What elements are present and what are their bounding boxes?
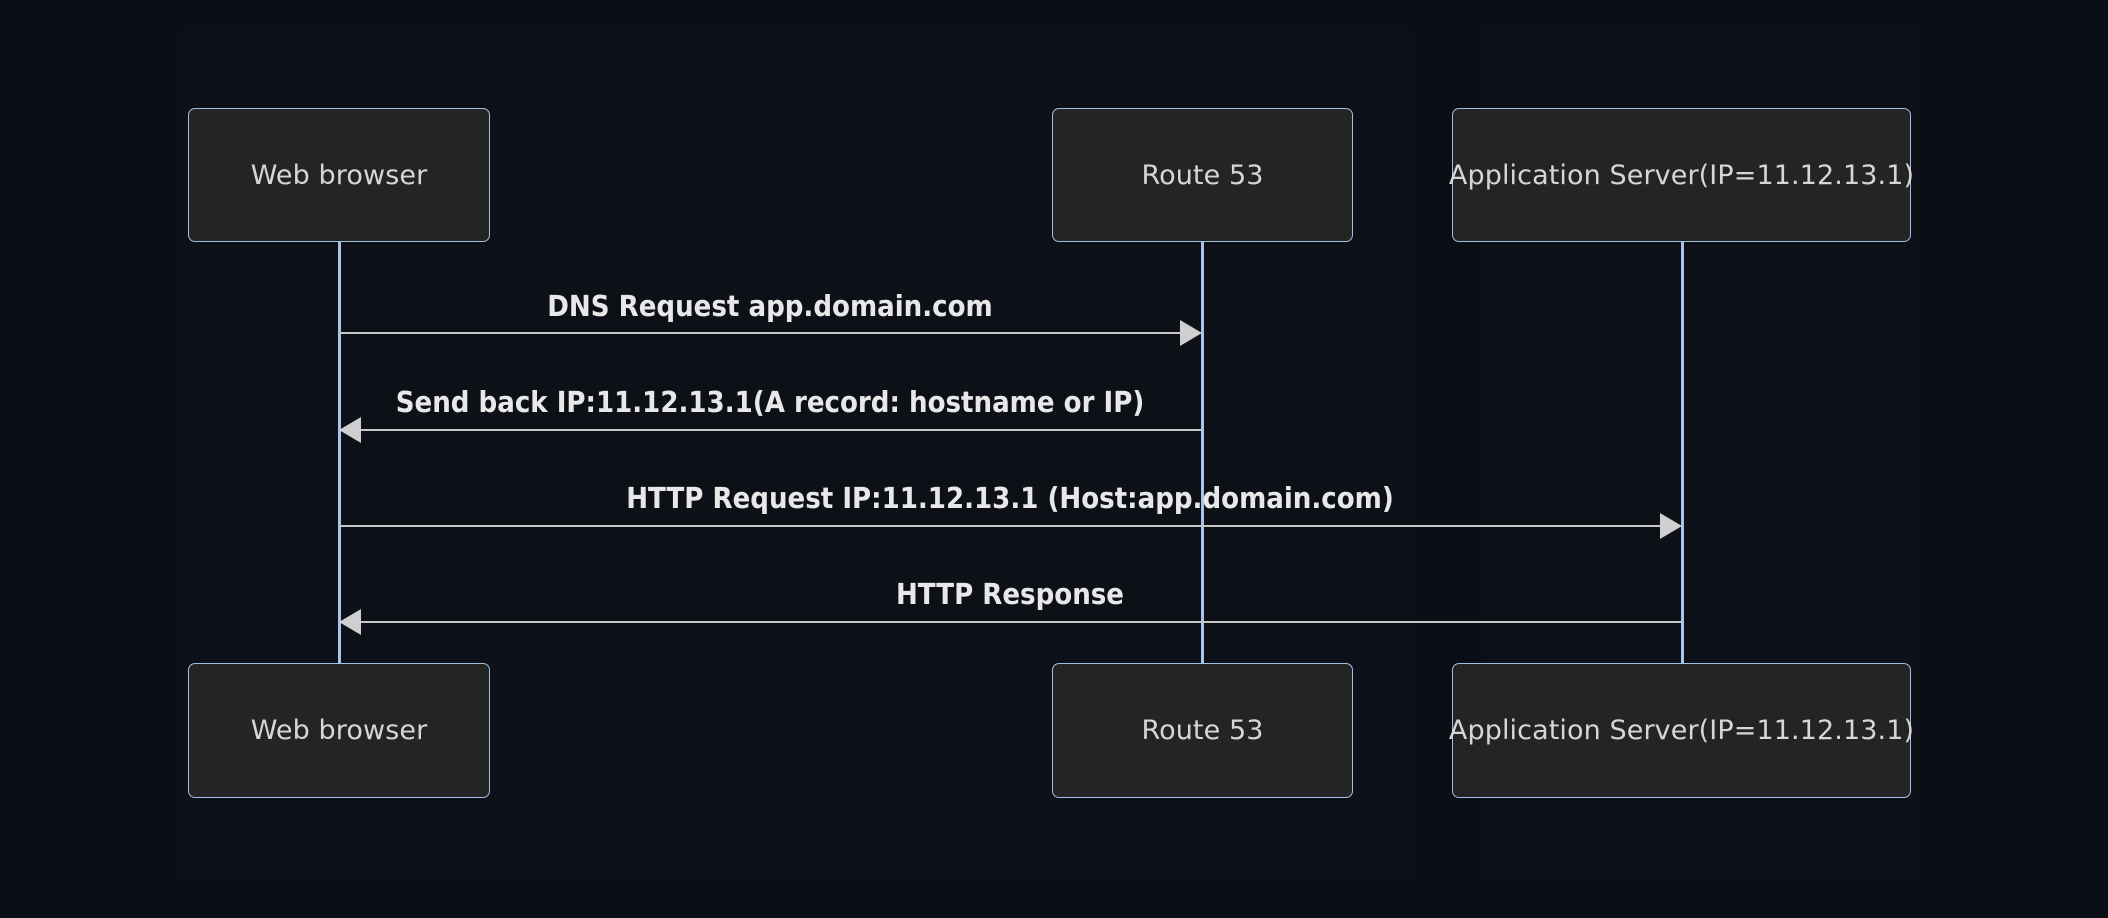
- participant-top-browser[interactable]: Web browser: [188, 108, 490, 242]
- message-line-msg-http-response: [361, 620, 1682, 624]
- lifeline-browser: [337, 242, 341, 663]
- background-band-bottom: [0, 880, 2108, 918]
- message-label-msg-dns-request: DNS Request app.domain.com: [547, 289, 993, 323]
- participant-label-route53: Route 53: [1141, 715, 1264, 746]
- message-label-msg-http-response: HTTP Response: [895, 577, 1125, 611]
- participant-top-route53[interactable]: Route 53: [1052, 108, 1353, 242]
- message-line-msg-dns-request: [339, 331, 1180, 335]
- arrowhead-msg-dns-request: [1180, 320, 1202, 346]
- participant-label-route53: Route 53: [1141, 159, 1264, 191]
- arrowhead-msg-dns-response: [339, 417, 361, 443]
- participant-label-browser: Web browser: [250, 715, 428, 746]
- participant-bottom-appserver[interactable]: Application Server(IP=11.12.13.1): [1448, 663, 1915, 798]
- message-label-msg-dns-response: Send back IP:11.12.13.1(A record: hostna…: [395, 385, 1145, 419]
- participant-label-appserver: Application Server(IP=11.12.13.1): [1448, 715, 1915, 746]
- participant-bottom-route53[interactable]: Route 53: [1052, 663, 1353, 798]
- participant-label-browser: Web browser: [250, 159, 428, 191]
- arrowhead-msg-http-request: [1660, 513, 1682, 539]
- message-label-msg-http-request: HTTP Request IP:11.12.13.1 (Host:app.dom…: [626, 481, 1394, 515]
- background-band-left: [0, 0, 182, 918]
- participant-bottom-browser[interactable]: Web browser: [188, 663, 490, 798]
- arrowhead-msg-http-response: [339, 609, 361, 635]
- participant-top-appserver[interactable]: Application Server(IP=11.12.13.1): [1448, 108, 1915, 242]
- message-line-msg-dns-response: [361, 428, 1202, 432]
- background-band-top: [0, 0, 2108, 28]
- lifeline-appserver: [1680, 242, 1684, 663]
- lifeline-route53: [1200, 242, 1204, 663]
- message-line-msg-http-request: [339, 524, 1660, 528]
- participant-label-appserver: Application Server(IP=11.12.13.1): [1448, 159, 1915, 191]
- background-band-right: [1921, 0, 2108, 918]
